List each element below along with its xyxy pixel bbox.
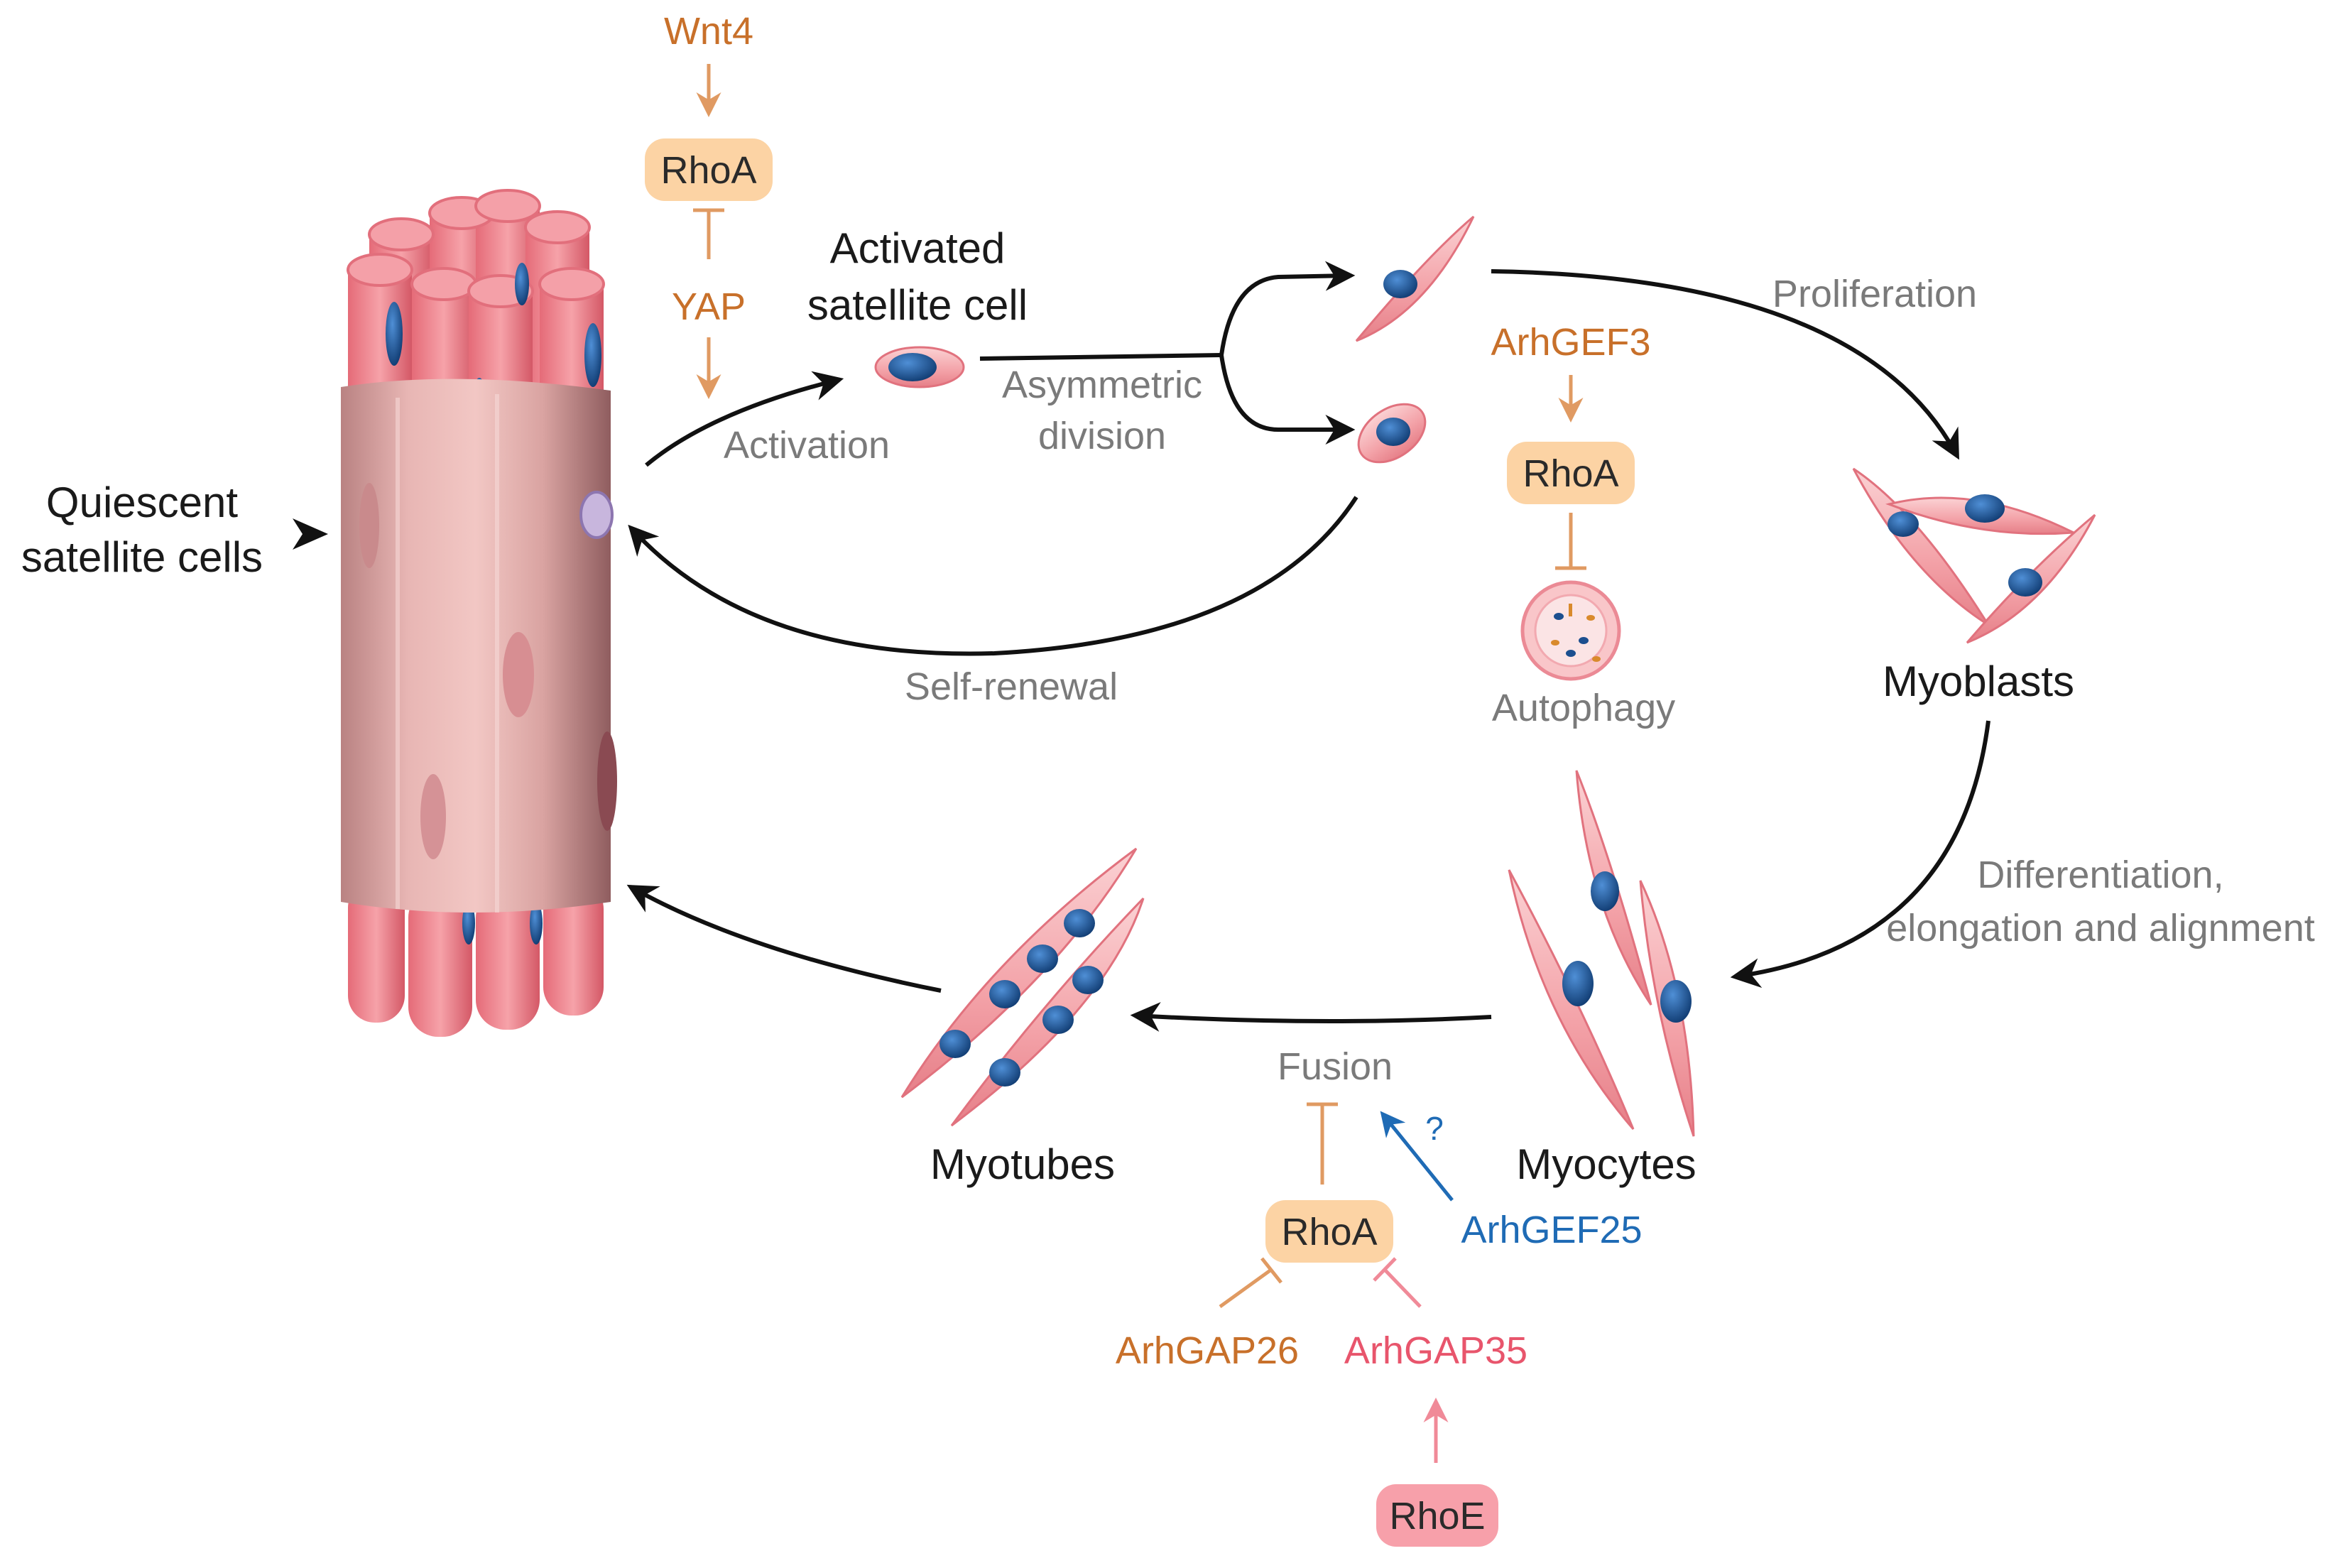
cycle-arrows xyxy=(293,261,1990,1032)
asymmetric-label-1: Asymmetric xyxy=(1002,364,1202,406)
satellite-cell-on-fiber xyxy=(579,491,614,539)
rhoa-bottom-label: RhoA xyxy=(1281,1211,1377,1253)
fusion-label: Fusion xyxy=(1278,1045,1393,1088)
myocyte-cells xyxy=(1508,770,1695,1137)
arhgap35-label: ArhGAP35 xyxy=(1344,1329,1527,1372)
yap-label: YAP xyxy=(672,285,746,328)
return-arrow xyxy=(626,884,942,993)
rhoe-label: RhoE xyxy=(1389,1495,1485,1537)
differentiation-label-2: elongation and alignment xyxy=(1886,907,2314,949)
asymmetric-label-2: division xyxy=(1038,415,1166,457)
rhoa-top-label: RhoA xyxy=(660,149,756,192)
quiescent-arrowhead xyxy=(293,518,328,550)
quiescent-label-1: Quiescent xyxy=(46,479,238,526)
activated-label-2: satellite cell xyxy=(807,281,1028,329)
myoblasts-label: Myoblasts xyxy=(1883,658,2074,705)
autophagosome-icon xyxy=(1520,580,1621,681)
dividing-cell-upper xyxy=(1355,215,1475,342)
myocytes-label: Myocytes xyxy=(1516,1140,1696,1188)
arhgap26-label: ArhGAP26 xyxy=(1116,1329,1299,1372)
myoblast-cells xyxy=(1852,467,2096,644)
wnt4-label: Wnt4 xyxy=(664,10,753,53)
self-renewal-arrow xyxy=(628,496,1358,656)
rhoa-mid-label: RhoA xyxy=(1523,452,1618,495)
autophagy-label: Autophagy xyxy=(1492,687,1675,729)
fusion-arrow xyxy=(1130,1001,1492,1032)
arhgef25-label: ArhGEF25 xyxy=(1461,1209,1642,1251)
rhoa-box-top xyxy=(645,138,773,201)
differentiation-label-1: Differentiation, xyxy=(1977,854,2223,896)
differentiation-arrow xyxy=(1730,720,1990,989)
activation-label: Activation xyxy=(724,424,890,467)
question-mark: ? xyxy=(1425,1110,1444,1147)
dividing-cell-lower xyxy=(1357,403,1427,464)
activated-satellite-cell xyxy=(874,346,965,388)
rhoe-box xyxy=(1376,1484,1498,1547)
arhgef3-label: ArhGEF3 xyxy=(1491,321,1650,364)
arhgef3-pathway: ArhGEF3 RhoA xyxy=(1491,321,1651,681)
asymmetric-line xyxy=(979,353,1222,361)
myotubes-label: Myotubes xyxy=(930,1140,1115,1188)
wnt4-pathway: Wnt4 RhoA YAP xyxy=(645,10,773,399)
myotube-cells xyxy=(900,847,1145,1127)
rhoa-box-mid xyxy=(1507,442,1635,504)
split-lower-arrow xyxy=(1219,354,1356,445)
fiber-sheath xyxy=(341,379,611,913)
proliferation-label: Proliferation xyxy=(1772,273,1977,315)
fusion-regulation: RhoA ? ArhGEF25 ArhGAP26 ArhGAP35 RhoE xyxy=(1116,1102,1643,1547)
self-renewal-label: Self-renewal xyxy=(905,665,1118,708)
fiber-bottoms xyxy=(348,881,604,1037)
rhoa-box-bottom xyxy=(1265,1200,1393,1263)
split-upper-arrow xyxy=(1219,261,1356,356)
activated-label-1: Activated xyxy=(830,224,1006,272)
proliferation-arrow xyxy=(1491,269,1959,460)
muscle-fiber-bundle xyxy=(341,189,617,1037)
activation-arrow xyxy=(645,371,844,467)
quiescent-label-2: satellite cells xyxy=(21,533,263,581)
